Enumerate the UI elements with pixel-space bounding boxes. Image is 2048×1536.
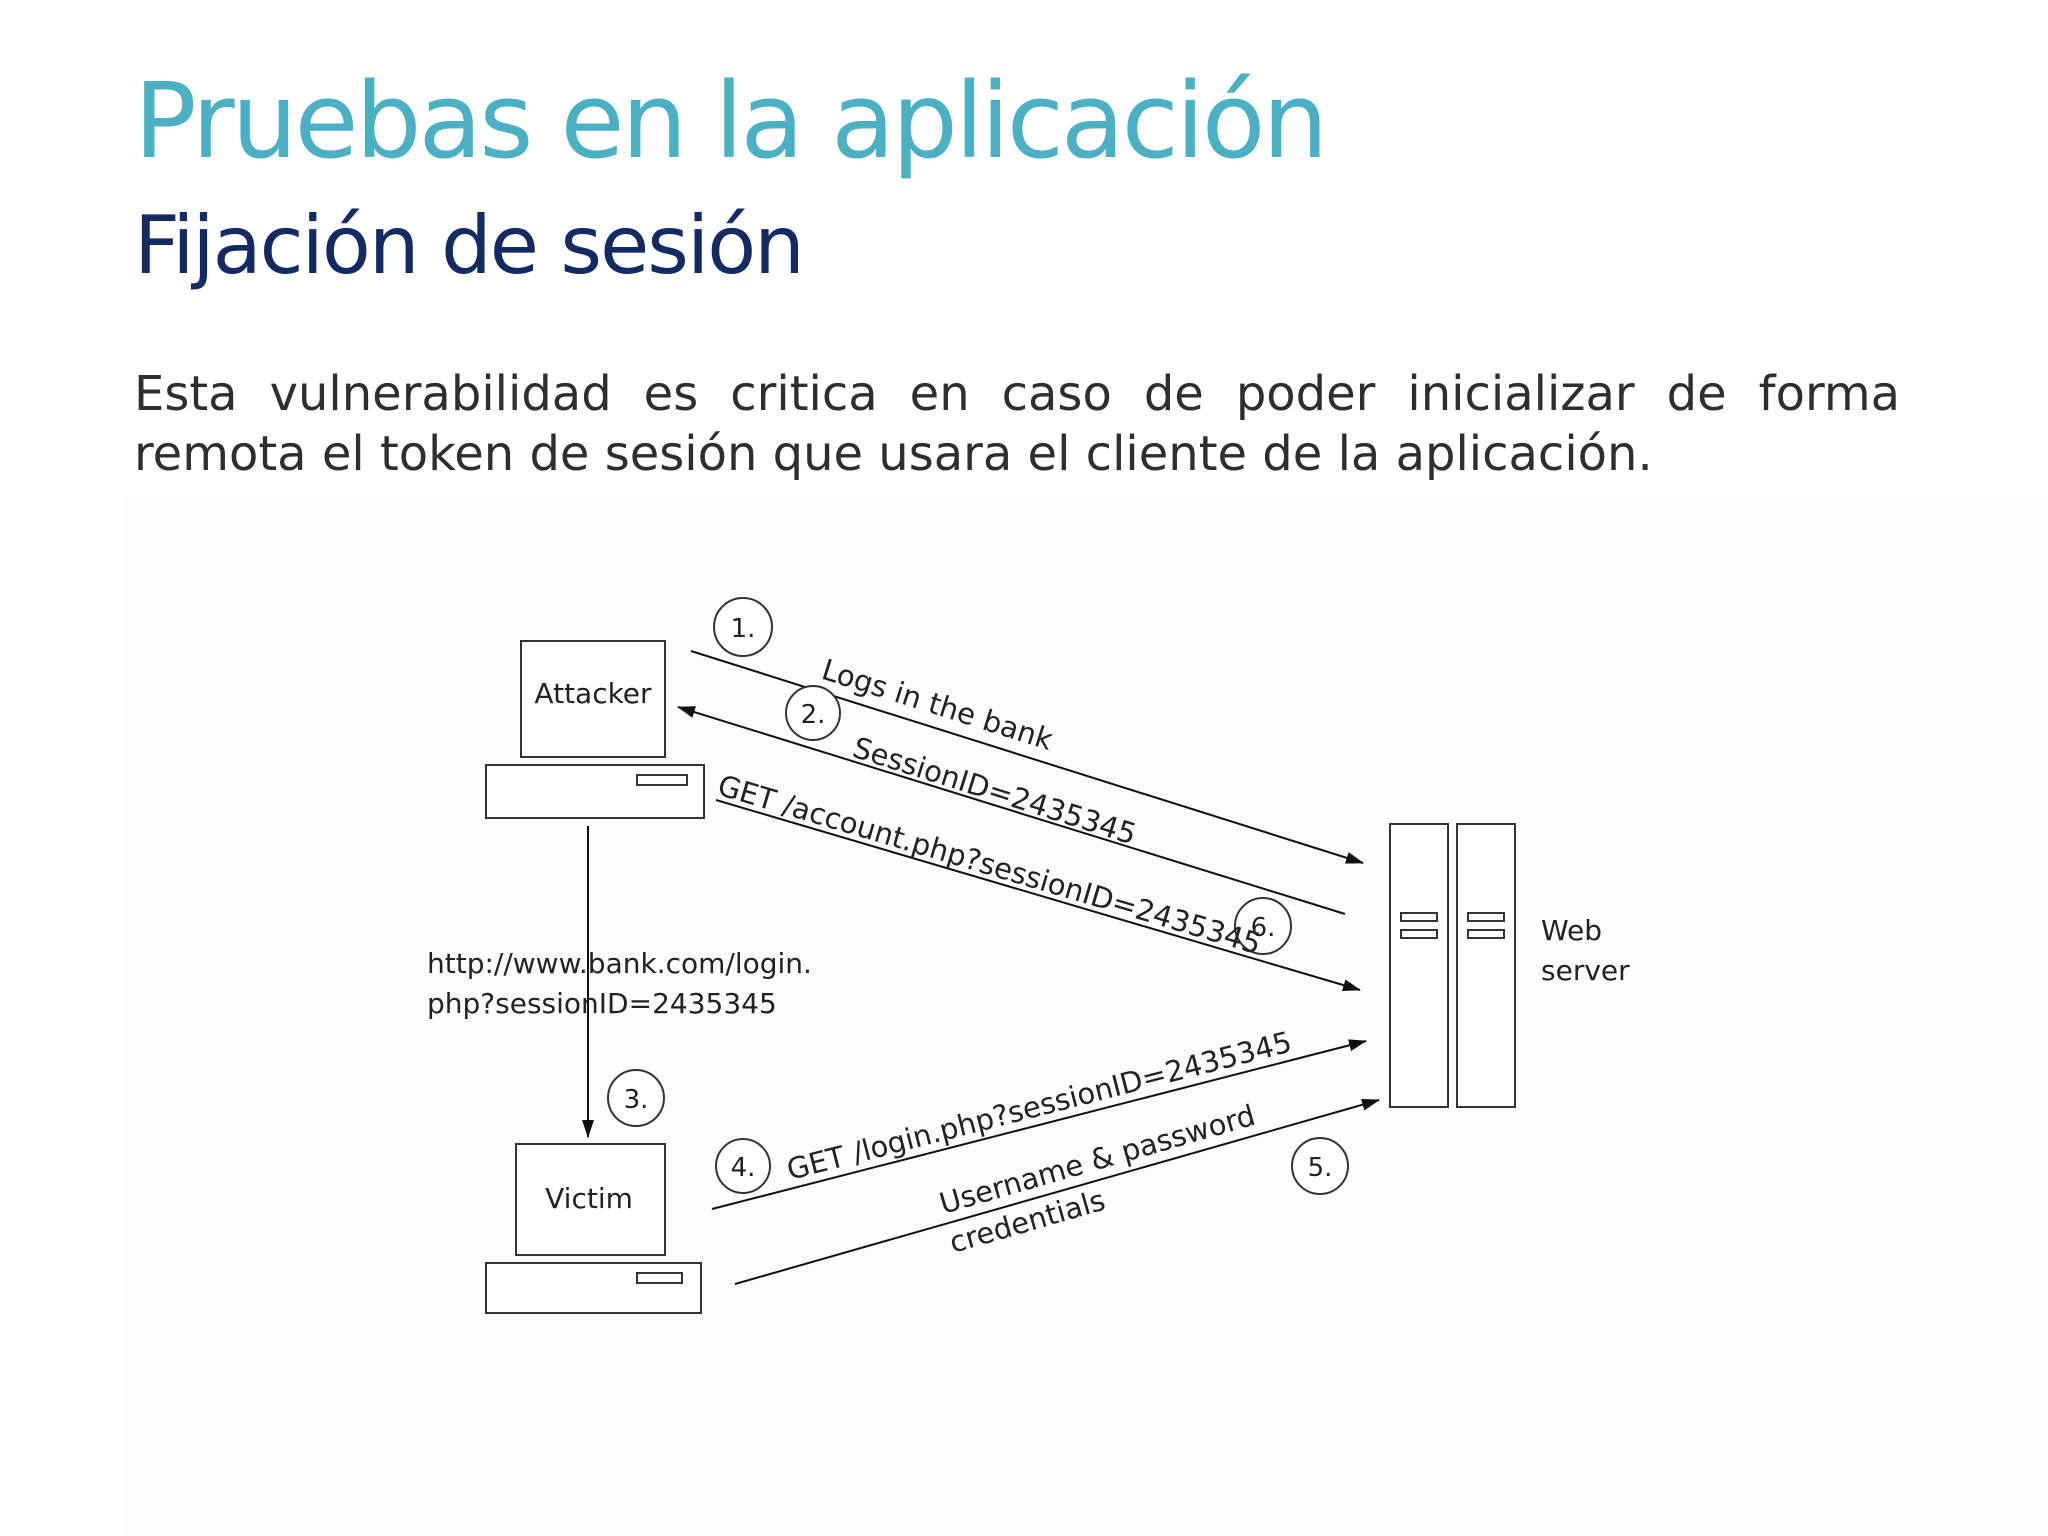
victim-label: Victim: [545, 1182, 633, 1215]
arrow-step-2: [677, 706, 1346, 915]
step-1-marker: 1.: [713, 597, 773, 657]
step-4-label: 4.: [731, 1153, 756, 1183]
step-4-marker: 4.: [715, 1138, 771, 1194]
step-2-label: 2.: [801, 700, 826, 730]
label-url-line1: http://www.bank.com/login.: [427, 947, 812, 980]
label-url-line2: php?sessionID=2435345: [427, 987, 777, 1020]
web-server-icon: [1389, 823, 1516, 1108]
diagram-area: [124, 500, 2048, 1536]
step-5-label: 5.: [1308, 1153, 1333, 1183]
label-logs-in-bank: Logs in the bank: [818, 652, 1057, 757]
web-server-label-line2: server: [1541, 954, 1630, 987]
attacker-computer-icon: [485, 640, 705, 819]
slide-body-text: Esta vulnerabilidad es critica en caso d…: [134, 366, 1900, 482]
step-3-label: 3.: [624, 1085, 649, 1115]
web-server-label-line1: Web: [1541, 914, 1602, 947]
victim-computer-icon: [485, 1143, 702, 1314]
arrow-step-4: [711, 1039, 1367, 1210]
step-1-label: 1.: [731, 614, 756, 644]
slide-subtitle: Fijación de sesión: [134, 199, 805, 292]
step-6-marker: 6.: [1234, 897, 1292, 955]
arrow-step-5: [734, 1098, 1380, 1285]
step-2-marker: 2.: [785, 685, 841, 741]
slide-title: Pruebas en la aplicación: [134, 60, 1328, 182]
step-5-marker: 5.: [1291, 1137, 1349, 1195]
arrow-step-6: [715, 799, 1361, 991]
step-6-label: 6.: [1251, 913, 1276, 943]
step-3-marker: 3.: [607, 1069, 665, 1127]
arrow-step-1: [690, 650, 1364, 864]
attacker-label: Attacker: [534, 677, 652, 710]
